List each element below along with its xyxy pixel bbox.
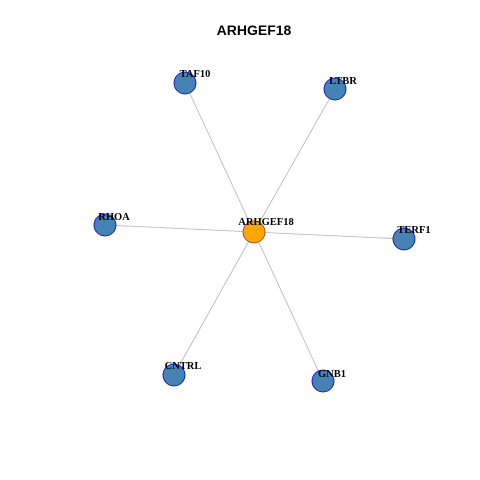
edge-arhgef18-cntrl [173,231,255,376]
edge-arhgef18-gnb1 [253,231,324,382]
hub-circle [242,220,266,244]
node-gnb1: GNB1 [311,369,346,393]
node-circle [93,213,117,237]
edge-arhgef18-taf10 [184,82,255,233]
edge-arhgef18-ltbr [253,88,336,233]
node-taf10: TAF10 [173,69,211,95]
node-label: TERF1 [397,225,430,236]
nodes: TAF10 LTBR RHOA TERF1 CNTRL GNB1 ARHGEF1… [93,69,431,393]
node-label: RHOA [98,212,130,223]
node-label: LTBR [329,76,357,87]
node-circle [323,77,347,101]
node-label: TAF10 [180,69,211,80]
edges [104,82,405,382]
node-rhoa: RHOA [93,212,130,237]
node-terf1: TERF1 [392,225,431,251]
edge-arhgef18-rhoa [104,224,255,233]
node-label: GNB1 [318,369,346,380]
node-label: CNTRL [165,361,202,372]
node-ltbr: LTBR [323,76,357,101]
node-circle [311,369,335,393]
node-arhgef18-hub: ARHGEF18 [238,217,294,244]
node-circle [392,227,416,251]
node-circle [162,363,186,387]
node-cntrl: CNTRL [162,361,202,387]
diagram-title: ARHGEF18 [217,22,292,38]
hub-label: ARHGEF18 [238,217,293,228]
edge-arhgef18-terf1 [253,231,405,240]
node-circle [173,71,197,95]
